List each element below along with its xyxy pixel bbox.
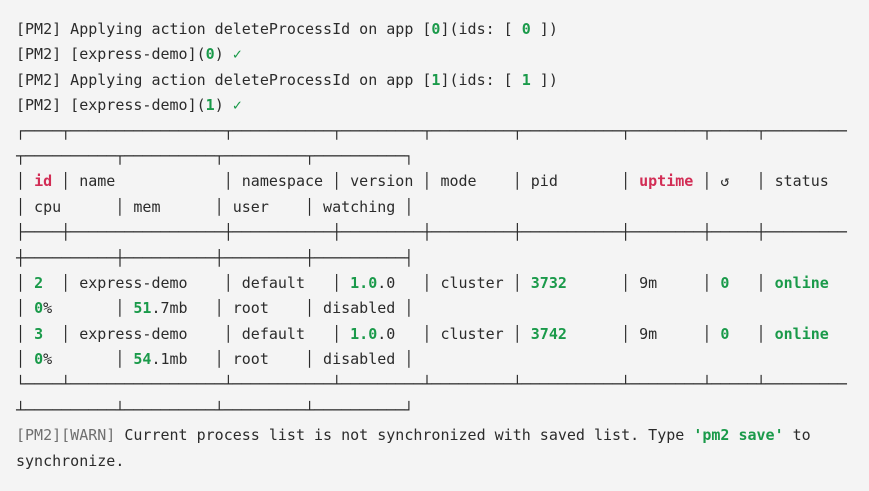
terminal-text-segment <box>829 274 847 292</box>
terminal-line-8: │ cpu │ mem │ user │ watching │ <box>16 195 861 220</box>
terminal-line-17: [PM2][WARN] Current process list is not … <box>16 423 861 448</box>
terminal-text-segment: online <box>774 273 829 292</box>
terminal-text-segment: ├────┼─────────────────┼───────────┼────… <box>16 223 847 242</box>
terminal-text-segment: 3732 <box>530 273 567 292</box>
terminal-line-14: │ 0% │ 54.1mb │ root │ disabled │ <box>16 347 861 372</box>
terminal-text-segment: 1.0 <box>350 324 378 343</box>
terminal-text-segment: ┬──────────┬──────────┬─────────┬───────… <box>16 146 414 165</box>
terminal-line-16: ┴──────────┴──────────┴─────────┴───────… <box>16 398 861 423</box>
terminal-line-4: [PM2] [express-demo](1) ✓ <box>16 93 861 118</box>
terminal-line-12: │ 0% │ 51.7mb │ root │ disabled │ <box>16 296 861 321</box>
terminal-text-segment: │ 9m │ <box>566 324 721 343</box>
terminal-text-segment: 1 <box>431 70 441 89</box>
terminal-text-segment: [PM2] [express-demo]( <box>16 96 206 115</box>
terminal-line-15: └────┴─────────────────┴───────────┴────… <box>16 372 861 397</box>
terminal-text-segment: 1.0 <box>350 273 378 292</box>
terminal-text-segment: 'pm2 save' <box>693 426 784 445</box>
terminal-text-segment: └────┴─────────────────┴───────────┴────… <box>16 375 847 394</box>
terminal-text-segment: .0 │ cluster │ <box>377 324 531 343</box>
terminal-text-segment: │ <box>16 273 35 292</box>
terminal-text-segment: 3742 <box>530 324 567 343</box>
terminal-text-segment: 0 <box>205 45 215 64</box>
terminal-text-segment: │ <box>16 324 35 343</box>
terminal-text-segment: │ <box>729 324 775 343</box>
terminal-text-segment <box>829 325 847 343</box>
terminal-text-segment: │ 9m │ <box>566 273 721 292</box>
terminal-text-segment: │ <box>16 299 35 318</box>
terminal-text-segment: 0 <box>431 20 441 38</box>
terminal-text-segment: ✓ <box>232 45 242 64</box>
terminal-text-segment: 54 <box>133 350 152 369</box>
terminal-text-segment: │ <box>16 350 35 369</box>
terminal-line-5: ┌────┬─────────────────┬───────────┬────… <box>16 119 861 144</box>
terminal-text-segment: │ express-demo │ default │ <box>43 273 351 292</box>
terminal-text-segment: [PM2] [express-demo]( <box>16 45 206 64</box>
terminal-text-segment: ](ids: [ <box>440 70 522 89</box>
terminal-line-10: ┼──────────┼──────────┼─────────┼───────… <box>16 246 861 271</box>
terminal-text-segment: ](ids: [ <box>440 20 522 38</box>
terminal-text-segment: .0 │ cluster │ <box>377 273 531 292</box>
terminal-text-segment: 0 <box>34 350 44 369</box>
terminal-text-segment: 0 <box>34 299 44 318</box>
terminal-line-2: [PM2] [express-demo](0) ✓ <box>16 42 861 67</box>
terminal-line-3: [PM2] Applying action deleteProcessId on… <box>16 68 861 93</box>
terminal-text-segment: [PM2] Applying action deleteProcessId on… <box>16 70 432 89</box>
terminal-text-segment: ┼──────────┼──────────┼─────────┼───────… <box>16 248 414 267</box>
terminal-text-segment: [PM2] Applying action deleteProcessId on… <box>16 20 432 38</box>
terminal-text-segment: 2 <box>34 273 44 292</box>
terminal-text-segment: id <box>34 172 53 191</box>
terminal-text-segment: │ <box>16 172 35 191</box>
terminal-text-segment: % │ <box>43 299 134 318</box>
terminal-text-segment: 3 <box>34 324 44 343</box>
terminal-text-segment: │ ↺ │ status <box>693 172 847 191</box>
terminal-line-6: ┬──────────┬──────────┬─────────┬───────… <box>16 144 861 169</box>
terminal-line-18: synchronize. <box>16 449 861 474</box>
terminal-text-segment: 1 <box>205 96 215 115</box>
terminal-text-segment: .7mb │ root │ disabled │ <box>151 299 414 318</box>
terminal-text-segment: 0 <box>720 324 730 343</box>
terminal-line-9: ├────┼─────────────────┼───────────┼────… <box>16 220 861 245</box>
terminal-text-segment: ]) <box>530 20 558 38</box>
terminal-text-segment: │ name │ namespace │ version │ mode │ pi… <box>52 172 640 191</box>
terminal-text-segment: ┌────┬─────────────────┬───────────┬────… <box>16 121 847 140</box>
terminal-text-segment: .1mb │ root │ disabled │ <box>151 350 414 369</box>
terminal-text-segment: % │ <box>43 350 134 369</box>
terminal-text-segment: synchronize. <box>16 451 125 470</box>
terminal-text-segment: to <box>783 426 811 445</box>
terminal-text-segment: ) <box>214 45 233 64</box>
terminal-text-segment: ✓ <box>232 96 242 115</box>
terminal-text-segment: 51 <box>133 299 152 318</box>
terminal-line-13: │ 3 │ express-demo │ default │ 1.0.0 │ c… <box>16 322 861 347</box>
terminal-text-segment: ) <box>214 96 233 115</box>
terminal-text-segment: ]) <box>530 70 558 89</box>
terminal-text-segment: ┴──────────┴──────────┴─────────┴───────… <box>16 400 414 419</box>
terminal-text-segment: Current process list is not synchronized… <box>115 426 694 445</box>
terminal-line-1: [PM2] Applying action deleteProcessId on… <box>16 17 861 42</box>
terminal-text-segment: │ cpu │ mem │ user │ watching │ <box>16 197 414 216</box>
terminal-text-segment: [PM2][WARN] <box>16 426 116 445</box>
terminal-line-7: │ id │ name │ namespace │ version │ mode… <box>16 169 861 194</box>
terminal-text-segment: 0 <box>521 20 531 38</box>
terminal-text-segment: online <box>774 324 829 343</box>
terminal-text-segment: 0 <box>720 273 730 292</box>
terminal-text-segment: │ <box>729 273 775 292</box>
terminal-text-segment: 1 <box>521 70 531 89</box>
terminal-text-segment: │ express-demo │ default │ <box>43 324 351 343</box>
terminal-line-11: │ 2 │ express-demo │ default │ 1.0.0 │ c… <box>16 271 861 296</box>
terminal-text-segment: uptime <box>639 172 694 191</box>
